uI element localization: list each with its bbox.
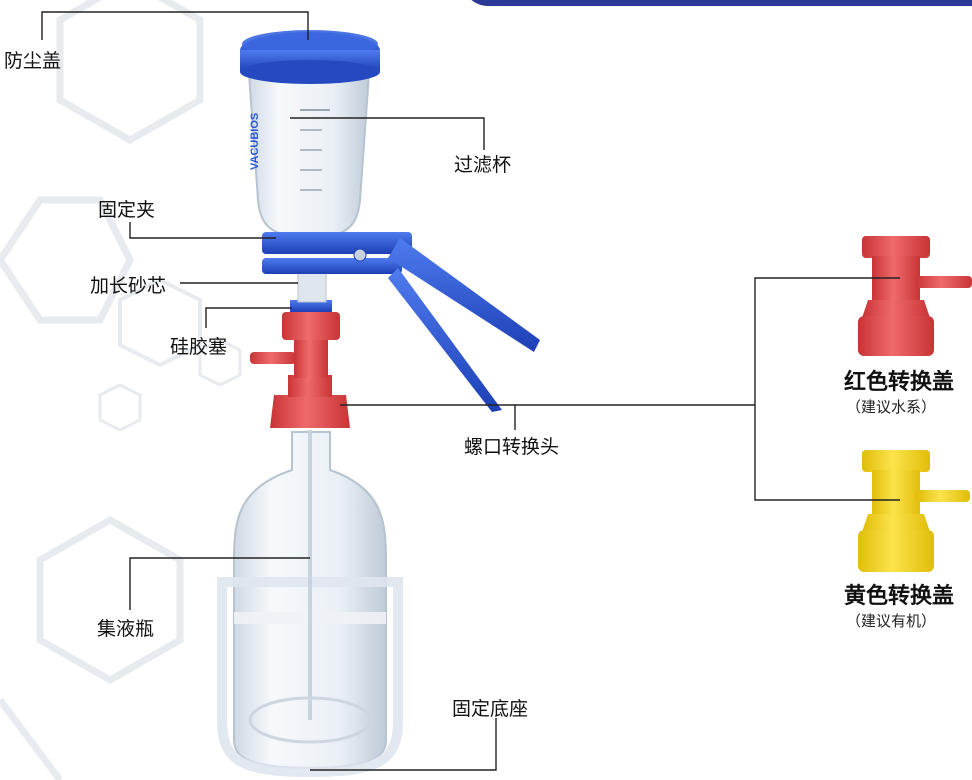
label-frit: 加长砂芯	[90, 275, 167, 297]
yellow-cap-illustration	[858, 450, 970, 572]
leader-lines	[41, 11, 900, 771]
filter-cup-illustration	[246, 59, 372, 237]
frit-collar	[290, 300, 332, 312]
background-hexagons	[0, 0, 242, 780]
label-base: 固定底座	[452, 698, 529, 720]
label-bottle: 集液瓶	[97, 618, 155, 640]
red-cap-note: （建议水系）	[846, 398, 937, 416]
label-clamp: 固定夹	[98, 199, 156, 221]
clamp-illustration	[262, 232, 540, 412]
screw-adapter-illustration	[250, 312, 350, 428]
label-adapter: 螺口转换头	[464, 436, 560, 458]
label-filter-cup: 过滤杯	[454, 154, 512, 176]
yellow-cap-title: 黄色转换盖	[844, 583, 955, 609]
dust-cap-illustration	[240, 30, 380, 84]
yellow-cap-note: （建议有机）	[846, 612, 937, 630]
collection-bottle	[217, 430, 403, 778]
label-stopper: 硅胶塞	[170, 336, 228, 358]
label-dust-cap: 防尘盖	[4, 50, 62, 72]
red-cap-illustration	[858, 236, 972, 356]
frit-illustration	[297, 271, 327, 303]
cup-brand-text: VACUBIOS	[249, 113, 261, 170]
red-cap-title: 红色转换盖	[844, 369, 955, 395]
header-banner	[462, 0, 972, 6]
